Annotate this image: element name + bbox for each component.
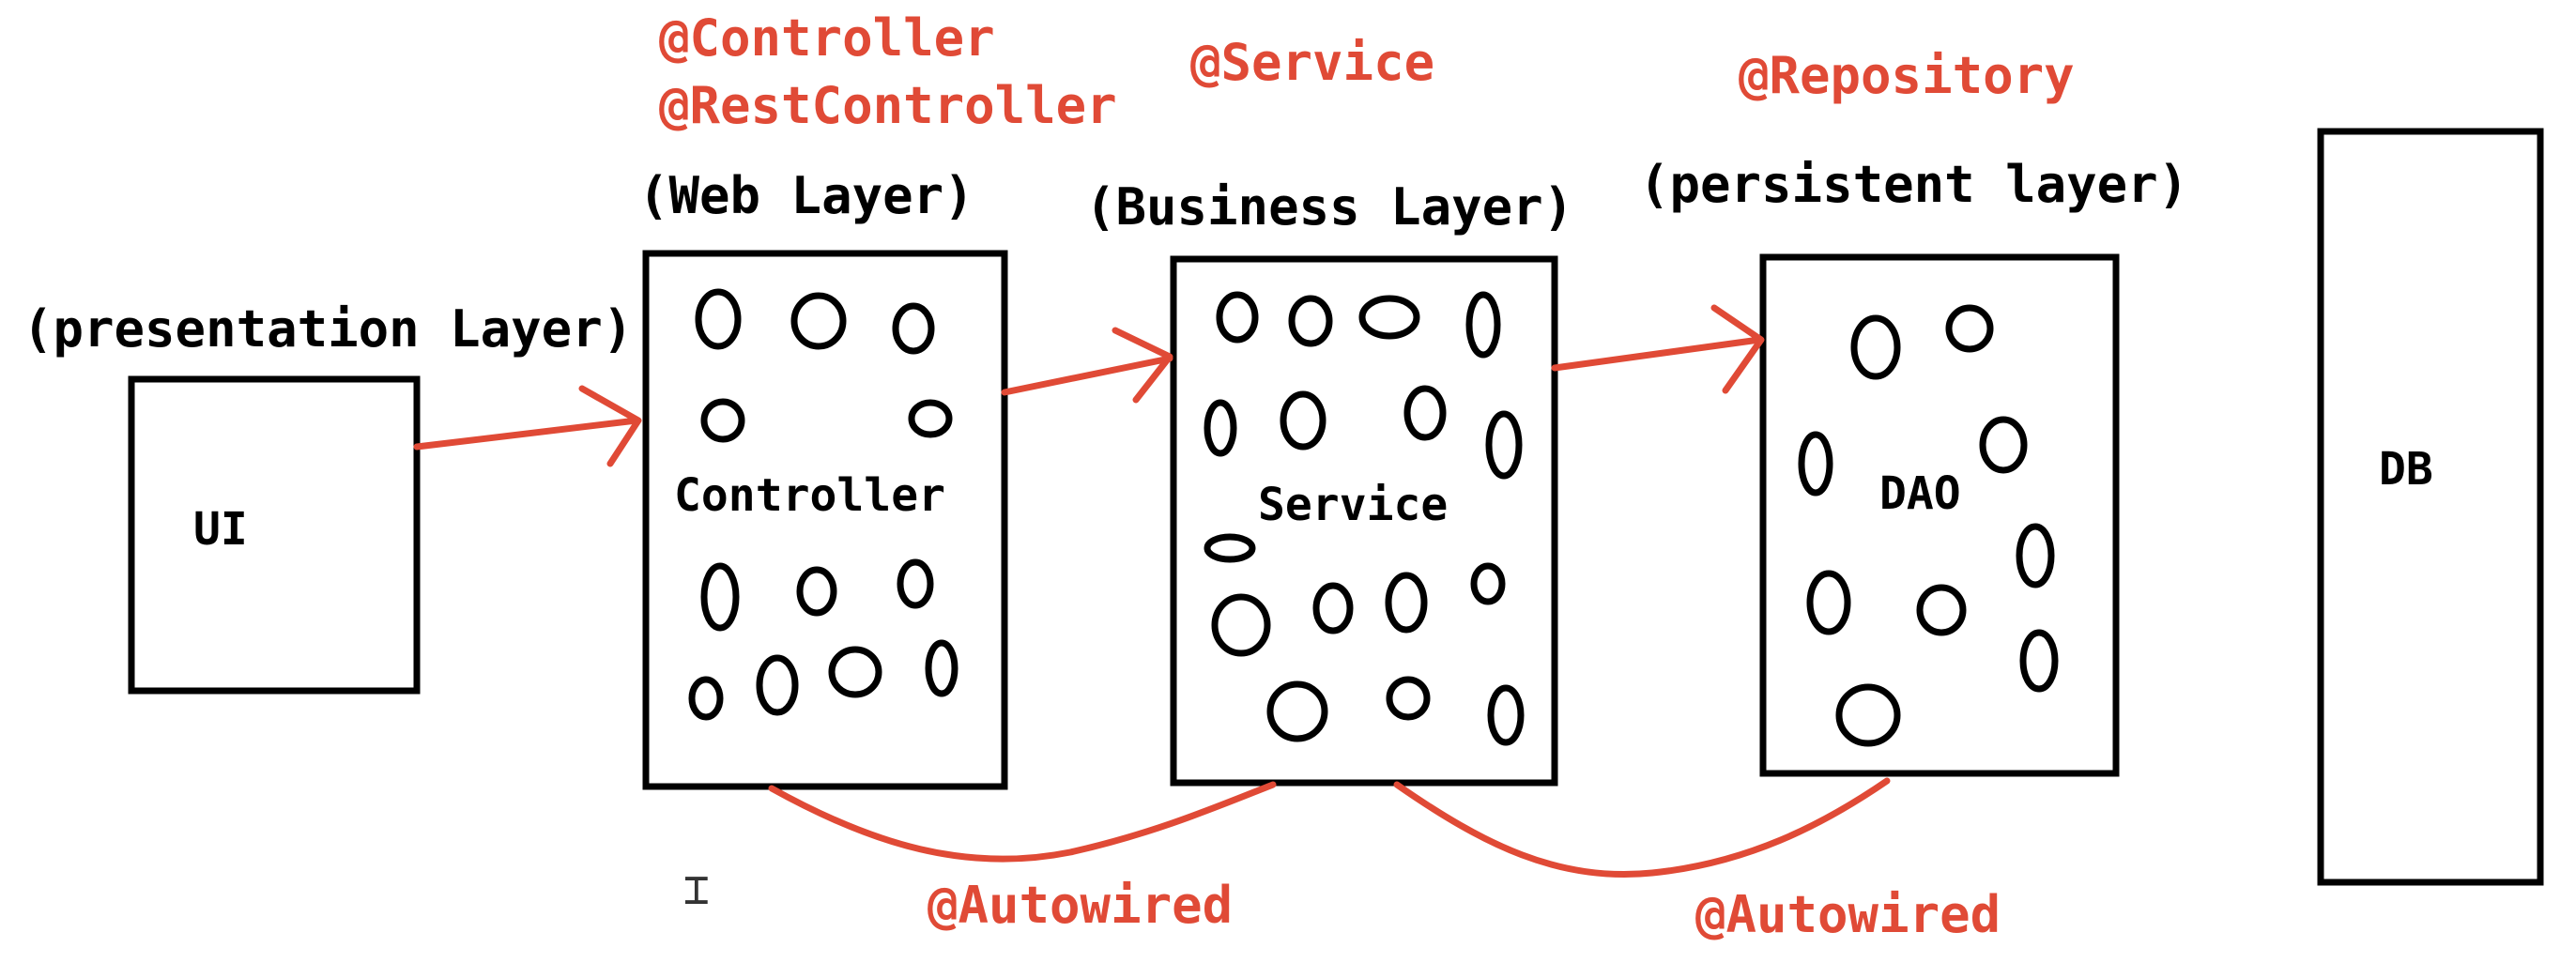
text-cursor-icon: ⌶: [683, 863, 710, 914]
bean-ellipse-1: [695, 288, 742, 350]
arrow-ui-to-controller-head: [578, 385, 642, 467]
bean-ellipse-10: [756, 654, 799, 716]
bean-ellipse-32: [1979, 416, 2028, 474]
bean-ellipse-9: [688, 676, 724, 721]
dao-box: [1759, 253, 2120, 777]
bean-ellipse-21: [1204, 533, 1256, 563]
service-box: [1170, 255, 1558, 787]
autowired-annotation-2: @Autowired: [1695, 885, 2001, 944]
controller-annotation: @Controller: [659, 8, 995, 68]
bean-ellipse-14: [1288, 295, 1333, 347]
bean-ellipse-29: [1850, 314, 1901, 380]
bean-ellipse-24: [1385, 572, 1428, 634]
bean-ellipse-16: [1465, 291, 1501, 359]
bean-ellipse-27: [1386, 676, 1431, 721]
bean-ellipse-4: [700, 398, 745, 443]
bean-ellipse-18: [1280, 390, 1326, 451]
autowired-annotation-1: @Autowired: [928, 876, 1234, 935]
bean-ellipse-12: [925, 639, 958, 697]
autowired-curve-controller-service: [768, 781, 1277, 863]
web-layer-label: (Web Layer): [638, 166, 974, 225]
arrow-controller-to-service-shaft: [1001, 355, 1173, 396]
arrow-service-to-dao-shaft: [1551, 336, 1763, 372]
service-box-label: Service: [1258, 479, 1449, 531]
bean-ellipse-23: [1312, 582, 1354, 634]
db-box-label: DB: [2379, 443, 2433, 496]
bean-ellipse-8: [897, 558, 934, 609]
business-layer-label: (Business Layer): [1085, 177, 1574, 237]
bean-ellipse-19: [1403, 385, 1447, 441]
bean-ellipse-5: [908, 399, 953, 438]
bean-ellipse-20: [1485, 410, 1523, 480]
repository-annotation: @Repository: [1739, 46, 2075, 105]
bean-ellipse-25: [1470, 562, 1506, 605]
bean-ellipse-7: [796, 566, 837, 617]
bean-ellipse-30: [1945, 304, 1994, 353]
service-annotation: @Service: [1190, 33, 1435, 92]
bean-ellipse-15: [1358, 295, 1420, 340]
bean-ellipse-2: [790, 292, 847, 350]
bean-ellipse-33: [2016, 523, 2055, 588]
bean-ellipse-26: [1266, 680, 1328, 742]
arrow-controller-to-service-head: [1112, 327, 1173, 404]
controller-box-label: Controller: [674, 469, 945, 522]
controller-box: [642, 250, 1008, 790]
bean-ellipse-35: [1916, 584, 1967, 636]
bean-ellipse-11: [828, 646, 882, 698]
bean-ellipse-36: [2019, 629, 2059, 693]
rest-controller-annotation: @RestController: [659, 76, 1117, 135]
bean-ellipse-3: [892, 302, 935, 355]
arrow-service-to-dao-head: [1710, 304, 1765, 394]
bean-ellipse-22: [1211, 593, 1271, 657]
bean-ellipse-17: [1204, 399, 1237, 457]
bean-ellipse-28: [1487, 684, 1525, 746]
presentation-layer-label: (presentation Layer): [23, 299, 634, 359]
db-box: [2317, 128, 2544, 886]
bean-ellipse-6: [700, 562, 740, 632]
ui-box: [128, 375, 421, 695]
bean-ellipse-34: [1806, 570, 1851, 635]
bean-ellipse-37: [1835, 683, 1901, 747]
bean-ellipse-13: [1216, 291, 1259, 344]
arrow-ui-to-controller-shaft: [413, 417, 640, 451]
autowired-curve-service-dao: [1393, 777, 1891, 879]
bean-ellipse-31: [1798, 431, 1833, 497]
dao-box-label: DAO: [1879, 467, 1961, 520]
ui-box-label: UI: [193, 503, 248, 556]
persistent-layer-label: (persistent layer): [1639, 155, 2189, 214]
